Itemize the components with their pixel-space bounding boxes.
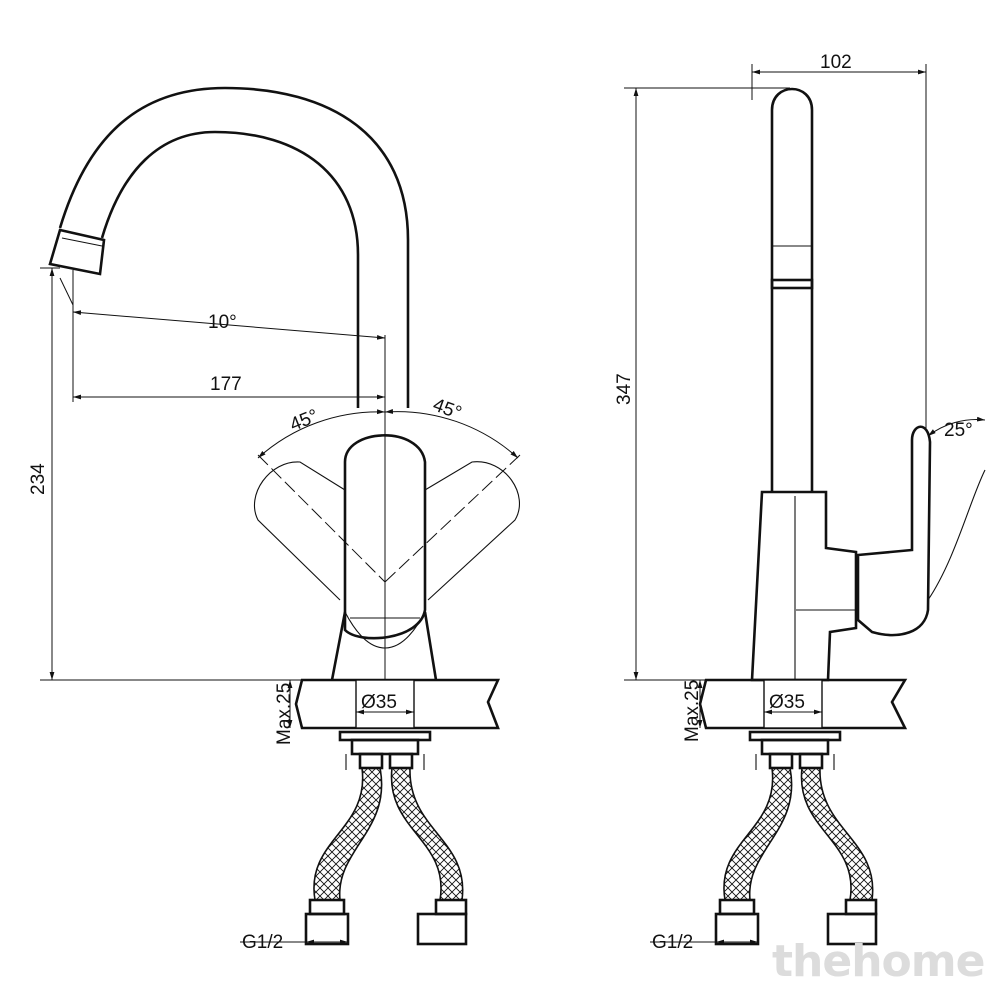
- front-max25-label: Max.25: [274, 683, 295, 745]
- side-lever-ghost: [927, 469, 986, 601]
- front-aerator: [48, 228, 106, 276]
- side-angle-25-label: 25°: [944, 420, 973, 441]
- side-spout: [770, 87, 814, 492]
- front-angle-45-right-label: 45°: [430, 395, 464, 425]
- front-thread-label: G1/2: [242, 932, 283, 953]
- front-height-234-label: 234: [28, 463, 49, 495]
- front-reach-177-label: 177: [210, 374, 242, 395]
- front-angle-45-left-label: 45°: [287, 406, 322, 436]
- side-lever: [856, 425, 932, 637]
- side-max25-label: Max.25: [682, 680, 703, 742]
- side-hose-left: [723, 767, 793, 901]
- side-hole-35-label: Ø35: [769, 692, 805, 713]
- front-view: [40, 86, 521, 946]
- front-spout-outer: [58, 86, 410, 408]
- side-thread-label: G1/2: [652, 932, 693, 953]
- front-lever-ghost-right: [424, 461, 520, 601]
- side-body: [750, 490, 858, 682]
- front-hose-left: [313, 767, 383, 901]
- side-hose-right: [800, 767, 874, 901]
- side-depth-102-label: 102: [820, 52, 852, 73]
- watermark-logo: thehome: [772, 936, 984, 987]
- front-lever-ghost-left: [253, 461, 346, 601]
- front-angle-10-label: 10°: [208, 312, 237, 333]
- side-view: [624, 64, 986, 946]
- front-hose-right: [390, 767, 464, 901]
- front-countertop: [294, 678, 501, 730]
- front-spout-inner: [100, 130, 360, 408]
- side-height-347-label: 347: [614, 373, 635, 405]
- front-hole-35-label: Ø35: [361, 692, 397, 713]
- front-body-base: [330, 611, 438, 681]
